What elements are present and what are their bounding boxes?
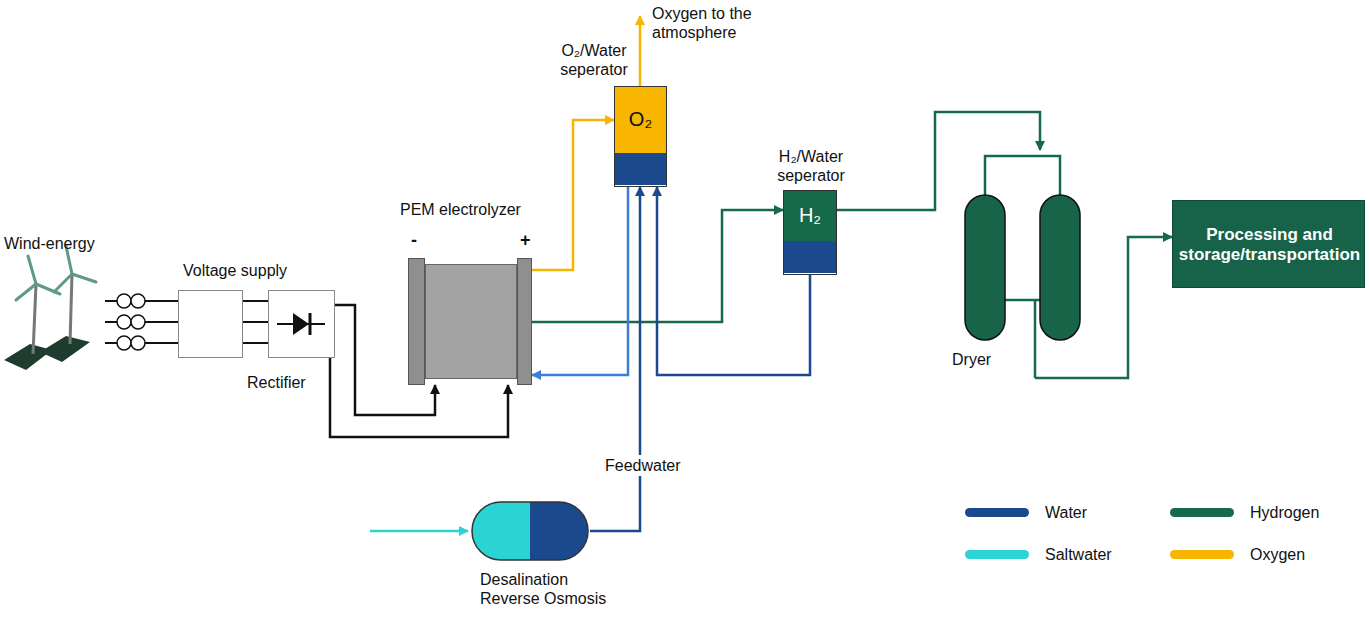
polarity-sign: + <box>520 230 531 252</box>
legend-text: Water <box>1045 503 1087 522</box>
node-label: PEM electrolyzer <box>400 200 521 219</box>
legend-swatch <box>1170 508 1234 517</box>
legend-text: Saltwater <box>1045 545 1112 564</box>
legend-text: Oxygen <box>1250 545 1305 564</box>
node-label: Desalination Reverse Osmosis <box>480 570 625 608</box>
flow-connector <box>837 112 1040 210</box>
node-symbol: H₂ <box>784 203 836 227</box>
legend-swatch <box>965 550 1029 559</box>
node-label: Processing and storage/transportation <box>1177 201 1362 289</box>
polarity-sign: - <box>411 230 417 252</box>
oxygen-separator: O₂/Water seperatorO₂ <box>614 86 667 187</box>
node-label: Dryer <box>952 350 991 369</box>
voltage-supply-box: Voltage supply <box>178 290 243 358</box>
flow-connector <box>532 187 628 375</box>
reverse-osmosis-vessel <box>470 500 590 562</box>
legend-swatch <box>1170 550 1234 559</box>
dryer-vessels: Dryer <box>950 150 1090 378</box>
diode-symbol <box>269 291 333 356</box>
node-label: Rectifier <box>247 373 306 392</box>
stream-label: Feedwater <box>602 455 684 476</box>
pem-electrolyzer: PEM electrolyzer <box>408 258 532 385</box>
water-phase <box>615 153 666 185</box>
node-label: Wind-energy <box>4 234 95 253</box>
processing-box: Processing and storage/transportation <box>1172 200 1365 288</box>
flow-connector <box>243 321 268 323</box>
water-phase <box>784 241 836 273</box>
node-label: H₂/Water seperator <box>762 147 860 185</box>
node-label: O₂/Water seperator <box>555 41 633 79</box>
wind-turbine-icon <box>0 232 105 377</box>
node-label: Voltage supply <box>183 261 287 280</box>
dryer-columns <box>950 150 1090 378</box>
flow-connector <box>590 187 640 531</box>
saltwater-inlet <box>370 530 468 533</box>
node-symbol: O₂ <box>615 107 666 131</box>
legend-text: Hydrogen <box>1250 503 1319 522</box>
rectifier-box: Rectifier <box>268 290 335 358</box>
legend-swatch <box>965 508 1029 517</box>
wind-turbines: Wind-energy <box>0 232 105 377</box>
flow-connector <box>532 120 614 270</box>
outlet-note: Oxygen to the atmosphere <box>652 4 770 42</box>
desalination-unit: Desalination Reverse Osmosis <box>470 500 590 562</box>
hydrogen-separator: H₂/Water seperatorH₂ <box>783 190 837 275</box>
electrode-plate <box>517 258 532 385</box>
oxygen-vent <box>639 16 642 86</box>
electrode-plate <box>408 258 425 385</box>
membrane-stack <box>425 264 517 379</box>
